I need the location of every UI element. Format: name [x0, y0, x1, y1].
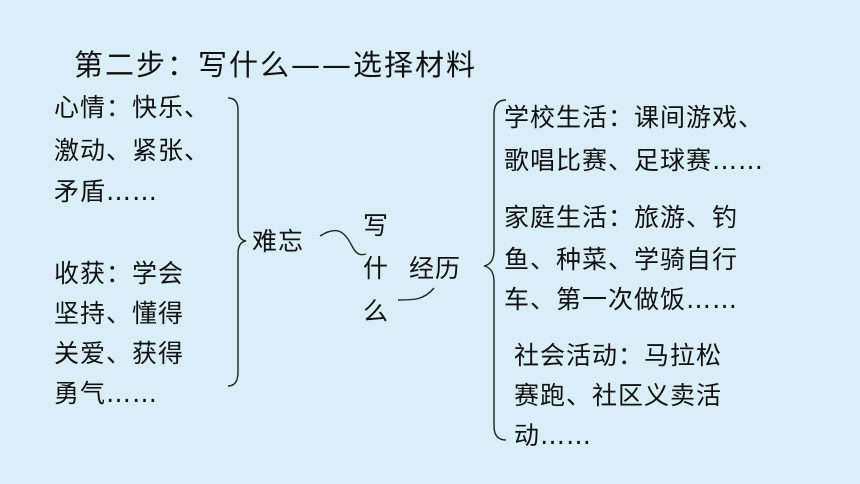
social-line-2: 赛跑、社区义卖活 [514, 381, 723, 410]
memorable-label: 难忘 [252, 227, 305, 256]
social-line-1: 社会活动：马拉松 [514, 341, 723, 370]
connector-memorable [319, 229, 367, 256]
school-line-1: 学校生活：课间游戏、 [504, 103, 765, 132]
gain-line-3: 关爱、获得 [54, 339, 185, 368]
right-brace [483, 99, 507, 441]
write-what-char-1: 写 [363, 211, 390, 240]
social-line-3: 动…… [514, 421, 593, 450]
mood-line-3: 矛盾…… [54, 177, 159, 206]
left-brace [227, 97, 247, 387]
family-line-2: 鱼、种菜、学骑自行 [504, 245, 739, 274]
gain-line-2: 坚持、懂得 [54, 299, 185, 328]
gain-line-1: 收获：学会 [54, 259, 185, 288]
page-title: 第二步：写什么——选择材料 [74, 48, 478, 82]
school-line-2: 歌唱比赛、足球赛…… [504, 146, 765, 175]
experience-label: 经历 [409, 254, 462, 283]
family-line-3: 车、第一次做饭…… [504, 285, 739, 314]
gain-line-4: 勇气…… [54, 379, 159, 408]
family-line-1: 家庭生活：旅游、钓 [504, 203, 739, 232]
write-what-char-3: 么 [363, 297, 390, 326]
connector-experience [397, 287, 435, 301]
mood-line-1: 心情：快乐、 [54, 93, 211, 122]
write-what-char-2: 什 [363, 254, 390, 283]
mood-line-2: 激动、紧张、 [54, 136, 211, 165]
